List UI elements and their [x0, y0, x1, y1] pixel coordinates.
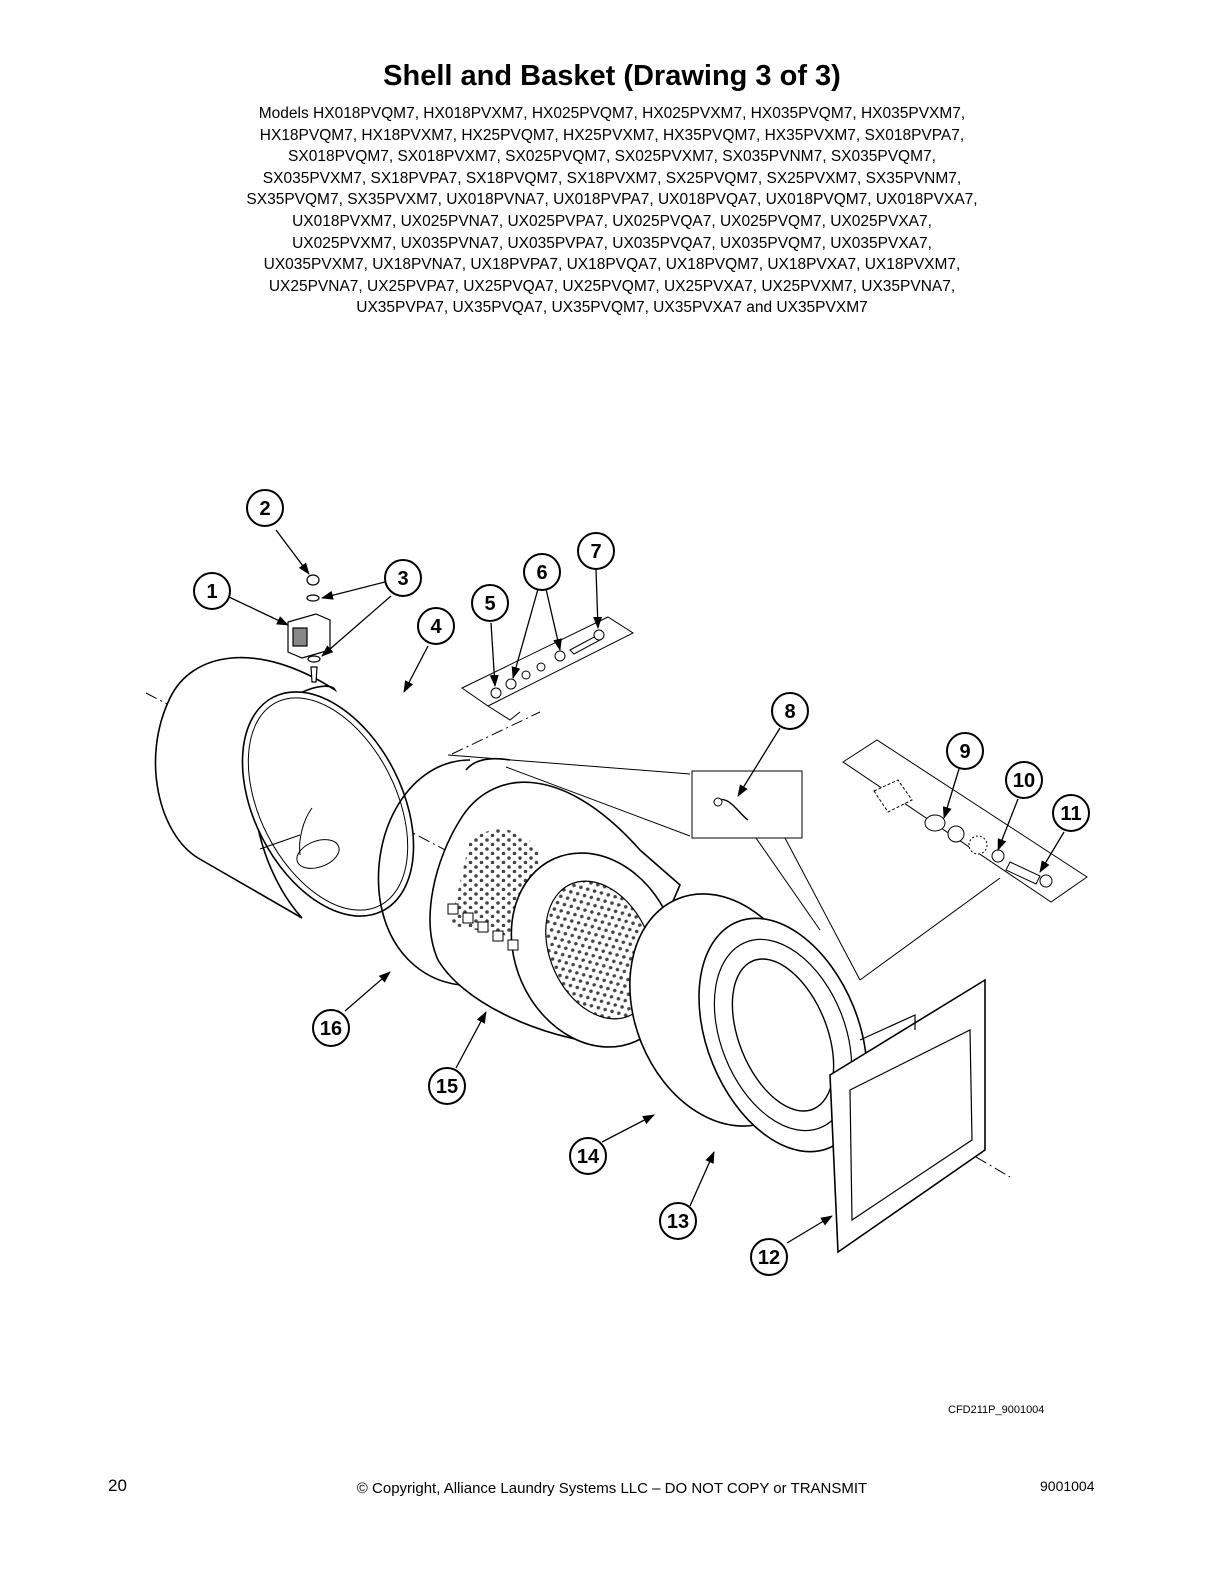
- document-number: 9001004: [1040, 1478, 1095, 1494]
- callout-4: 4: [417, 607, 455, 645]
- page-number: 20: [108, 1476, 127, 1495]
- arrow-8: [737, 727, 781, 797]
- hardware-panel-5-7: [461, 616, 635, 721]
- arrow-2: [275, 529, 310, 575]
- arrow-5: [489, 622, 499, 687]
- callout-arrows: [228, 529, 1065, 1244]
- copyright-notice: © Copyright, Alliance Laundry Systems LL…: [356, 1480, 868, 1497]
- callout-12: 12: [750, 1238, 788, 1276]
- model-list-line: Models HX018PVQM7, HX018PVXM7, HX025PVQM…: [258, 105, 966, 122]
- callout-11: 11: [1052, 794, 1090, 832]
- drawing-code: CFD211P_9001004: [948, 1404, 1045, 1416]
- callout-label: 15: [436, 1076, 458, 1098]
- outer-shell: [154, 656, 415, 919]
- callout-bubbles: 1 2 3 4 5 6 7 8 9 10 11 12 13 14 15 16: [193, 489, 1090, 1276]
- callout-label: 3: [397, 568, 408, 590]
- callout-2: 2: [246, 489, 284, 527]
- model-list: Models HX018PVQM7, HX018PVXM7, HX025PVQM…: [170, 103, 1054, 319]
- model-list-line: UX25PVNA7, UX25PVPA7, UX25PVQA7, UX25PVQ…: [268, 277, 956, 295]
- callout-9: 9: [946, 732, 984, 770]
- callout-6: 6: [523, 553, 561, 591]
- reference-lines: [447, 754, 1001, 981]
- callout-10: 10: [1005, 761, 1043, 799]
- callout-14: 14: [569, 1137, 607, 1175]
- arrow-16: [344, 971, 391, 1012]
- arrow-1: [228, 596, 289, 626]
- model-list-line: SX35PVQM7, SX35PVXM7, UX018PVNA7, UX018P…: [246, 191, 978, 209]
- callout-label: 11: [1060, 803, 1081, 825]
- callout-label: 2: [259, 498, 270, 520]
- callout-label: 14: [577, 1146, 600, 1168]
- arrow-15: [455, 1011, 487, 1069]
- arrow-14: [601, 1114, 655, 1143]
- front-bulkhead: [698, 917, 868, 1153]
- callout-16: 16: [312, 1009, 350, 1047]
- callout-label: 7: [590, 541, 601, 563]
- arrow-4: [403, 645, 429, 693]
- callout-1: 1: [193, 572, 231, 610]
- basket: [429, 781, 681, 1048]
- callout-label: 1: [206, 581, 217, 603]
- callout-label: 13: [667, 1211, 689, 1233]
- callout-label: 12: [758, 1247, 780, 1269]
- hardware-panel-9-11: [842, 739, 1088, 903]
- callout-label: 16: [320, 1018, 342, 1040]
- arrow-3a: [321, 581, 386, 600]
- arrow-7: [593, 569, 603, 629]
- front-panel: [829, 978, 986, 1254]
- model-list-line: SX035PVXM7, SX18PVPA7, SX18PVQM7, SX18PV…: [262, 169, 962, 187]
- model-list-line: UX018PVXM7, UX025PVNA7, UX025PVPA7, UX02…: [292, 212, 932, 230]
- arrow-13: [689, 1151, 715, 1207]
- callout-label: 8: [784, 701, 795, 723]
- model-list-line: UX025PVXM7, UX035PVNA7, UX035PVPA7, UX03…: [292, 234, 932, 252]
- arrow-11: [1039, 831, 1065, 873]
- callout-label: 9: [959, 741, 970, 763]
- arrow-6b: [545, 588, 562, 651]
- callout-label: 10: [1013, 770, 1035, 792]
- shell-bracket: [287, 574, 331, 683]
- callout-7: 7: [577, 532, 615, 570]
- model-list-line: HX18PVQM7, HX18PVXM7, HX25PVQM7, HX25PVX…: [259, 126, 965, 144]
- model-list-line: SX018PVQM7, SX018PVXM7, SX025PVQM7, SX02…: [288, 148, 936, 166]
- arrow-3b: [321, 595, 392, 657]
- callout-label: 5: [484, 593, 495, 615]
- callout-13: 13: [659, 1202, 697, 1240]
- callout-3: 3: [384, 559, 422, 597]
- model-list-line: UX035PVXM7, UX18PVNA7, UX18PVPA7, UX18PV…: [263, 256, 961, 274]
- callout-label: 4: [430, 616, 442, 638]
- arrow-6a: [511, 588, 539, 679]
- callout-8: 8: [771, 692, 809, 730]
- model-list-line: UX35PVPA7, UX35PVQA7, UX35PVQM7, UX35PVX…: [356, 299, 868, 317]
- callout-label: 6: [536, 562, 547, 584]
- page-title: Shell and Basket (Drawing 3 of 3): [383, 60, 841, 92]
- callout-15: 15: [428, 1067, 466, 1105]
- arrow-12: [786, 1215, 833, 1244]
- arrow-10: [997, 798, 1019, 851]
- callout-5: 5: [471, 584, 509, 622]
- exploded-view-diagram: 1 2 3 4 5 6 7 8 9 10 11 12 13 14 15 16: [145, 489, 1090, 1276]
- arrow-9: [942, 768, 960, 819]
